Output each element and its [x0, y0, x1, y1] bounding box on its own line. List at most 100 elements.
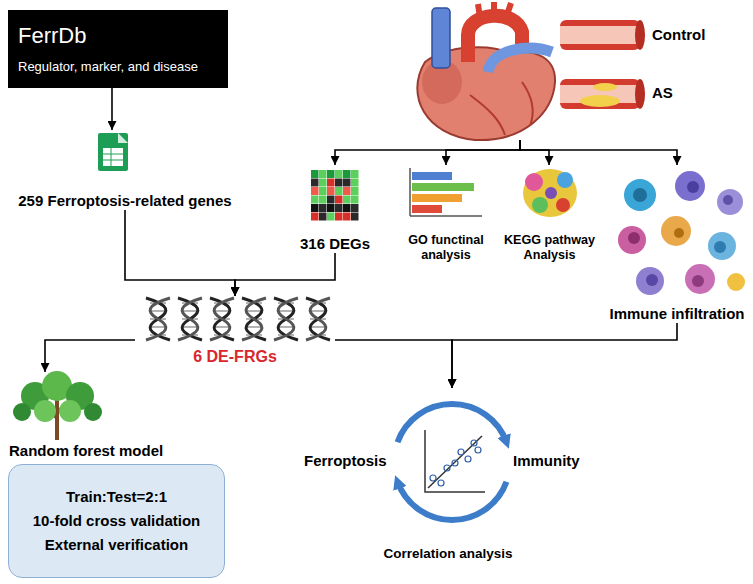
- heatmap-icon-part: [335, 179, 343, 187]
- dna-icons-part: [214, 326, 230, 328]
- spreadsheet-icon: [98, 133, 128, 171]
- flow-arrow: [335, 140, 520, 165]
- bar-chart-icon-part: [412, 194, 462, 202]
- flow-arrow: [446, 140, 520, 165]
- heatmap-icon-part: [319, 196, 327, 204]
- heatmap-icon-part: [343, 170, 351, 178]
- pathway-icon-part: [523, 169, 577, 217]
- node-label: 6 DE-FRGs: [193, 347, 277, 366]
- node-label: Random forest model: [9, 442, 163, 460]
- bar-chart-icon-part: [412, 172, 452, 180]
- heatmap-icon-part: [319, 170, 327, 178]
- dna-icons: [146, 298, 330, 340]
- flow-arrow: [45, 340, 135, 372]
- dna-icons-part: [278, 310, 294, 312]
- vessel-control-part: [560, 20, 640, 50]
- heatmap-icon-part: [351, 204, 359, 212]
- immune-cells-part: [727, 273, 745, 291]
- node-label: 316 DEGs: [300, 235, 370, 253]
- tree-icon-part: [59, 400, 81, 422]
- bar-chart-icon-part: [412, 183, 474, 191]
- immune-infiltration: Immune infiltration: [604, 165, 750, 323]
- heatmap-icon-part: [311, 196, 319, 204]
- flow-arrow: [335, 340, 452, 388]
- immune-cells-part: [692, 275, 704, 287]
- flow-arrow: [452, 323, 677, 388]
- immune-cells-part: [714, 241, 726, 253]
- spreadsheet-icon-part: [103, 148, 123, 166]
- vessel-atherosclerosis-part: [635, 79, 645, 109]
- dna-icons-part: [274, 298, 298, 340]
- correlation-cycle: [398, 404, 507, 520]
- heatmap-icon-part: [327, 187, 335, 195]
- immune-cells-part: [674, 228, 684, 238]
- tree-icon-part: [34, 400, 56, 422]
- sample-groups: ControlAS: [400, 0, 748, 140]
- correlation-cycle-part: [475, 447, 481, 453]
- pathway-icon-part: [525, 173, 543, 191]
- database-box: FerrDbRegulator, marker, and disease: [8, 10, 228, 88]
- model-node: Random forest model: [5, 372, 190, 460]
- heatmap-icon-part: [335, 187, 343, 195]
- spreadsheet-icon-part: [98, 133, 128, 171]
- spreadsheet-icon-part: [118, 133, 128, 143]
- heatmap-icon-part: [351, 187, 359, 195]
- heatmap-icon-part: [327, 213, 335, 221]
- correlation-cycle-part: [471, 440, 477, 446]
- tree-icon-part: [84, 403, 102, 421]
- node-label: 259 Ferroptosis-related genes: [18, 192, 231, 210]
- immune-cells-part: [661, 216, 691, 246]
- heart-illustration-part: [491, 2, 497, 13]
- bar-chart-icon-part: [410, 215, 482, 217]
- immune-cells-part: [628, 232, 640, 244]
- heatmap-icon-part: [351, 196, 359, 204]
- pathway-icon-part: [557, 172, 573, 188]
- bar-chart-icon-part: [412, 205, 442, 213]
- immune-cells-part: [687, 181, 699, 193]
- dna-icons-part: [306, 298, 330, 340]
- heatmap-icon-part: [319, 204, 327, 212]
- correlation-cycle-part: [465, 456, 471, 462]
- correlation-cycle-part: [430, 475, 436, 481]
- node-label: External verification: [45, 536, 188, 554]
- dna-icons-part: [178, 298, 202, 340]
- node-label: Immune infiltration: [610, 305, 745, 323]
- gene-intersection: 6 DE-FRGs: [135, 296, 335, 366]
- dna-icons-part: [214, 310, 230, 312]
- flow-arrow: [235, 253, 335, 296]
- tree-icon-part: [13, 403, 31, 421]
- bar-chart-icon-part: [409, 168, 411, 216]
- node-label: AS: [652, 84, 673, 102]
- heatmap-icon-part: [343, 179, 351, 187]
- immune-cells-part: [636, 267, 664, 295]
- vessel-atherosclerosis-part: [593, 83, 617, 91]
- validation-box: Train:Test=2:110-fold cross validationEx…: [8, 464, 225, 578]
- dna-icons-part: [178, 298, 202, 340]
- dna-icons-part: [150, 326, 166, 328]
- correlation-cycle-part: [425, 430, 485, 492]
- correlation-cycle-part: [398, 404, 507, 442]
- deg-result: 316 DEGs: [285, 165, 385, 253]
- node-label: Correlation analysis: [300, 545, 596, 563]
- heatmap-icon-part: [351, 179, 359, 187]
- dna-icons-part: [210, 298, 234, 340]
- heart-illustration: [417, 2, 555, 140]
- vessel-atherosclerosis: [560, 79, 645, 109]
- node-label: 10-fold cross validation: [33, 512, 201, 530]
- heatmap-icon-part: [311, 179, 319, 187]
- correlation-cycle-part: [452, 460, 458, 466]
- correlation-cycle-part: [444, 465, 450, 471]
- dna-icons-part: [306, 298, 330, 340]
- heart-illustration-part: [488, 48, 552, 72]
- dna-icons-part: [150, 310, 166, 312]
- heatmap-icon-part: [311, 204, 319, 212]
- immune-cells-part: [618, 226, 646, 254]
- pathway-icon-part: [545, 187, 557, 199]
- heatmap-icon-part: [327, 196, 335, 204]
- heatmap-icon-part: [343, 204, 351, 212]
- heatmap-icon-part: [311, 187, 319, 195]
- immune-cells: [618, 171, 745, 295]
- vessel-control-part: [635, 20, 645, 50]
- flow-arrow: [520, 140, 549, 165]
- spreadsheet-icon-part: [103, 160, 123, 161]
